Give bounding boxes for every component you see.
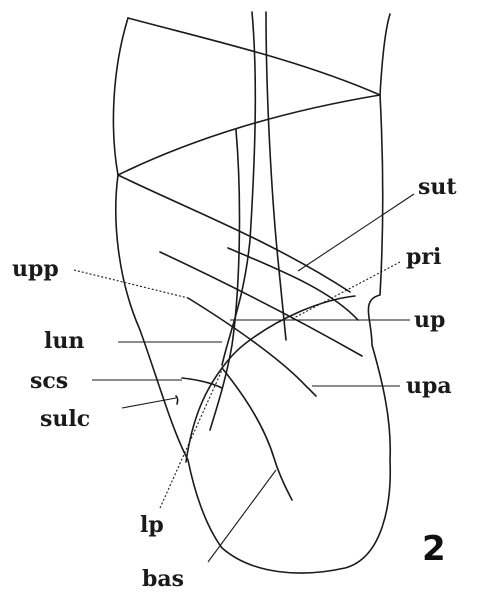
outline-left-edge	[113, 14, 390, 573]
line-bas	[222, 368, 292, 500]
label-pri: pri	[406, 244, 441, 270]
leader-lines	[74, 194, 414, 562]
leader-sut	[298, 194, 414, 271]
outline	[113, 14, 390, 573]
label-scs: scs	[30, 368, 68, 394]
line-sulc	[176, 396, 178, 404]
band-cross-line	[118, 95, 380, 175]
label-lp: lp	[140, 512, 164, 538]
long-line-b	[266, 12, 286, 340]
label-lun: lun	[44, 328, 84, 354]
leader-bas	[208, 470, 276, 562]
label-sulc: sulc	[40, 406, 90, 432]
longitudinal-lines	[210, 12, 286, 430]
band-lower-line	[118, 175, 350, 292]
label-sut: sut	[418, 174, 457, 200]
label-upa: upa	[406, 373, 452, 399]
label-bas: bas	[142, 566, 184, 592]
figure-number: 2	[422, 529, 446, 569]
line-up	[222, 296, 355, 368]
label-up: up	[414, 307, 445, 333]
label-upp: upp	[12, 256, 59, 282]
line-pri	[160, 252, 362, 356]
leader-sulc	[122, 398, 176, 408]
leader-pri	[290, 262, 400, 320]
leader-upp	[74, 270, 188, 298]
inner-lines	[160, 248, 362, 500]
